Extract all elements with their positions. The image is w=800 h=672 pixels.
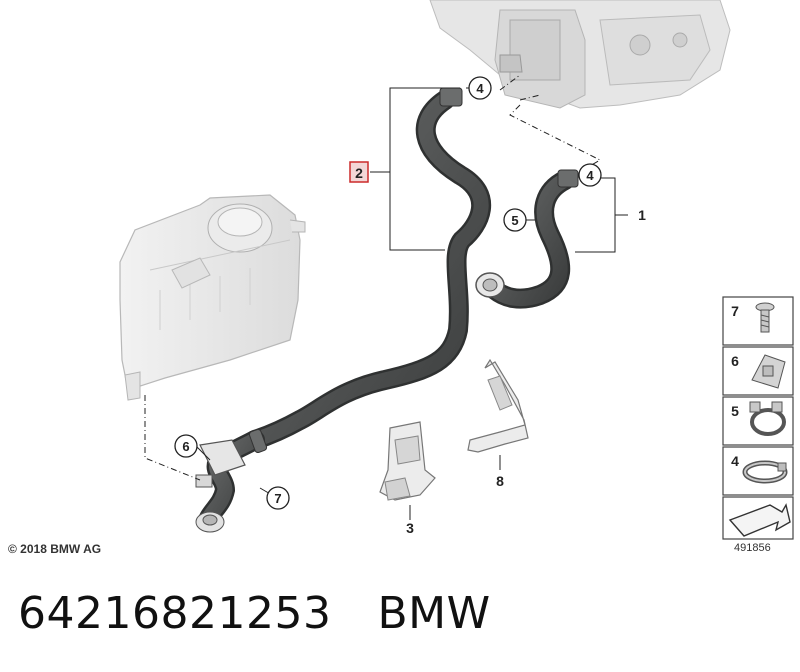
callout-4-mid[interactable]: 4 (578, 163, 602, 187)
callout-6[interactable]: 6 (174, 434, 198, 458)
copyright-text: © 2018 BMW AG (8, 542, 102, 556)
spring-clamp-icon (749, 401, 786, 436)
legend-item-6[interactable]: 6 (722, 346, 794, 396)
expansion-tank (119, 194, 306, 401)
svg-text:5: 5 (731, 403, 739, 419)
callout-3[interactable]: 3 (406, 520, 414, 536)
legend-panel: 7 6 5 4 (722, 296, 794, 540)
svg-text:4: 4 (586, 168, 594, 183)
svg-text:6: 6 (182, 439, 189, 454)
engine-component (429, 0, 731, 109)
svg-text:2: 2 (355, 165, 363, 181)
legend-item-7[interactable]: 7 (722, 296, 794, 346)
svg-text:4: 4 (476, 81, 484, 96)
svg-text:7: 7 (274, 491, 281, 506)
bracket-8 (467, 358, 529, 453)
coolant-hose-lower (195, 428, 268, 533)
svg-text:6: 6 (731, 353, 739, 369)
legend-item-5[interactable]: 5 (722, 396, 794, 446)
part-number: 64216821253 (18, 588, 332, 639)
legend-nav[interactable] (722, 496, 794, 540)
arrow-icon (728, 503, 791, 537)
legend-item-4[interactable]: 4 (722, 446, 794, 496)
drawing-number: 491856 (734, 542, 771, 554)
leader-lines (196, 87, 628, 520)
brand-name: BMW (377, 588, 491, 639)
clip-nut-icon (751, 354, 786, 389)
screw-icon (755, 302, 775, 333)
svg-text:7: 7 (731, 303, 739, 319)
callout-8[interactable]: 8 (496, 473, 504, 489)
callout-7[interactable]: 7 (266, 486, 290, 510)
coolant-hose-1 (475, 169, 579, 309)
svg-text:4: 4 (731, 453, 739, 469)
coolant-hose-main (245, 87, 492, 450)
callout-5[interactable]: 5 (503, 208, 527, 232)
svg-text:5: 5 (511, 213, 518, 228)
callout-4-top[interactable]: 4 (468, 76, 492, 100)
callout-2-highlighted[interactable]: 2 (349, 161, 369, 183)
hose-clamp-icon (742, 460, 788, 484)
bracket-3 (379, 421, 436, 501)
part-info: 64216821253 BMW (18, 588, 491, 639)
callout-1[interactable]: 1 (638, 207, 646, 223)
